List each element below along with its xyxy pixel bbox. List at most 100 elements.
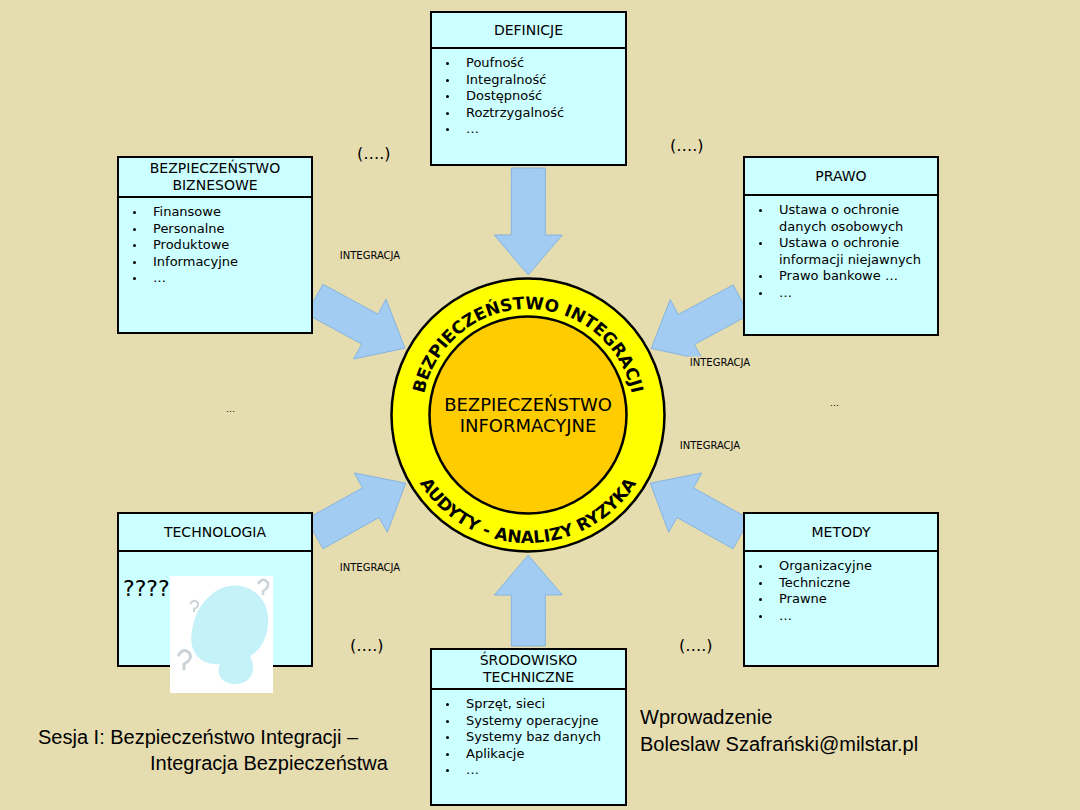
integration-arrow <box>494 555 562 646</box>
bullet-dot <box>446 753 449 756</box>
box-heading-band: PRAWO <box>745 158 937 196</box>
author-email: Boleslaw Szafrański@milstar.pl <box>640 733 918 756</box>
list-item: Dostępność <box>438 88 619 105</box>
integration-arrow <box>651 285 749 359</box>
list-item: Sprzęt, sieci <box>438 696 619 713</box>
bullet-dot <box>133 277 136 280</box>
bullet-dot <box>759 615 762 618</box>
list-text: Techniczne <box>779 575 850 590</box>
bullet-dot <box>446 703 449 706</box>
list-text: … <box>779 285 792 300</box>
bullet-dot <box>759 275 762 278</box>
bullet-dot <box>759 565 762 568</box>
bullet-dot <box>759 209 762 212</box>
bullet-dot <box>759 292 762 295</box>
ellipsis-mark: (….) <box>670 136 704 155</box>
list-text: … <box>466 762 479 777</box>
session-title: Sesja I: Bezpieczeństwo Integracji – <box>38 726 358 749</box>
list-text: Produktowe <box>153 237 229 252</box>
box-body: Ustawa o ochronie danych osobowychUstawa… <box>745 196 937 307</box>
integration-arrow <box>494 168 562 275</box>
box-heading: TECHNOLOGIA <box>164 524 266 541</box>
box-heading-band: ŚRODOWISKO TECHNICZNE <box>432 650 625 690</box>
edge-label: INTEGRACJA <box>688 357 752 368</box>
box-heading-band: DEFINICJE <box>432 13 625 49</box>
ellipsis-mark: (….) <box>350 636 384 655</box>
list-text: Prawo bankowe … <box>779 268 898 283</box>
illustration-ground <box>170 576 273 693</box>
list-text: Poufność <box>466 55 524 70</box>
list-item: Informacyjne <box>125 254 305 271</box>
list-item: Systemy baz danych <box>438 729 619 746</box>
list-item: Techniczne <box>751 575 931 592</box>
ring-circle <box>392 279 665 552</box>
box-heading: DEFINICJE <box>494 22 563 39</box>
technology-box: TECHNOLOGIA ???? <box>117 512 313 667</box>
list-item: Ustawa o ochronie informacji niejawnych <box>751 235 931 268</box>
bullet-dot <box>759 598 762 601</box>
edge-label: INTEGRACJA <box>678 440 742 451</box>
disc-circle <box>430 317 627 514</box>
illustration-question <box>258 580 268 595</box>
list-item: Finansowe <box>125 204 305 221</box>
question-marks: ???? <box>123 576 307 601</box>
list-text: Informacyjne <box>153 254 238 269</box>
integration-ring: BEZPIECZEŃSTWO INFORMACYJNEBEZPIECZEŃSTW… <box>390 277 666 553</box>
list-text: Prawne <box>779 591 827 606</box>
disc-text-holder: BEZPIECZEŃSTWO INFORMACYJNE <box>428 315 628 515</box>
edge-label: INTEGRACJA <box>338 562 402 573</box>
ring-caption: AUDYTY - ANALIZY RYZYKA <box>416 473 640 547</box>
small-ellipsis: … <box>830 398 839 408</box>
bullet-dot <box>446 62 449 65</box>
edge-label: INTEGRACJA <box>338 250 402 261</box>
list-text: … <box>466 121 479 136</box>
list-item: Roztrzygalność <box>438 105 619 122</box>
list-item: … <box>125 270 305 287</box>
ellipsis-mark: (….) <box>679 636 713 655</box>
list-item: Integralność <box>438 72 619 89</box>
box-heading: PRAWO <box>815 168 866 185</box>
list-text: Sprzęt, sieci <box>466 696 545 711</box>
core-caption: BEZPIECZEŃSTWO INFORMACYJNE <box>432 394 624 436</box>
bullet-dot <box>759 582 762 585</box>
box-heading-band: BEZPIECZEŃSTWO BIZNESOWE <box>119 158 311 198</box>
business-box: BEZPIECZEŃSTWO BIZNESOWE FinansowePersona… <box>117 156 313 334</box>
integration-arrow <box>307 284 405 359</box>
list-text: Personalne <box>153 221 225 236</box>
ring-caption: BEZPIECZEŃSTWO INTEGRACJI <box>408 293 647 395</box>
bullet-dot <box>446 79 449 82</box>
list-text: Integralność <box>466 72 546 87</box>
box-heading: BEZPIECZEŃSTWO BIZNESOWE <box>125 160 305 194</box>
list-item: Prawo bankowe … <box>751 268 931 285</box>
bullet-dot <box>446 95 449 98</box>
small-ellipsis: … <box>226 404 235 414</box>
list-text: Organizacyjne <box>779 558 872 573</box>
list-item: Organizacyjne <box>751 558 931 575</box>
list-item: Produktowe <box>125 237 305 254</box>
bullet-dot <box>133 244 136 247</box>
box-heading: METODY <box>811 524 870 541</box>
list-text: Systemy operacyjne <box>466 713 599 728</box>
integration-arrow <box>306 473 405 549</box>
session-subtitle: Integracja Bezpieczeństwa <box>150 752 388 775</box>
list-text: Finansowe <box>153 204 221 219</box>
box-body: Sprzęt, sieciSystemy operacyjneSystemy b… <box>432 690 625 785</box>
list-item: Personalne <box>125 221 305 238</box>
bullet-dot <box>446 736 449 739</box>
list-text: Ustawa o ochronie informacji niejawnych <box>779 235 921 267</box>
list-item: … <box>751 608 931 625</box>
bullet-dot <box>133 261 136 264</box>
bullet-dot <box>133 211 136 214</box>
bullet-dot <box>446 769 449 772</box>
list-item: Poufność <box>438 55 619 72</box>
section-name: Wprowadzenie <box>640 706 772 729</box>
list-text: Dostępność <box>466 88 542 103</box>
core-disc: BEZPIECZEŃSTWO INFORMACYJNE <box>428 315 628 515</box>
ring-caption-path: AUDYTY - ANALIZY RYZYKA <box>416 473 640 547</box>
list-item: Ustawa o ochronie danych osobowych <box>751 202 931 235</box>
illustration-question <box>178 650 190 670</box>
box-body: ???? <box>119 576 311 687</box>
list-text: Systemy baz danych <box>466 729 601 744</box>
list-item: … <box>438 121 619 138</box>
